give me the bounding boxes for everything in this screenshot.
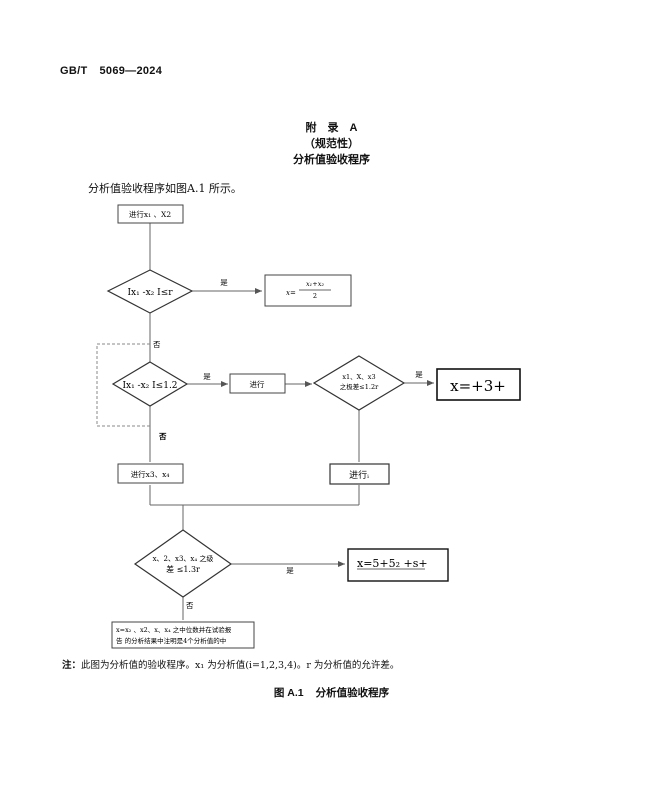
decision-4-line2: 差 ≤1.3r [166,564,200,574]
annex-label: 附 录 A [305,122,358,134]
decision-2-no: 否 [158,432,167,441]
decision-1-label: Ix₁ -x₂ I≤r [127,288,173,298]
proceed-box-2-label: 进行ᵢ [349,469,369,481]
standard-code: GB/T [60,65,88,77]
figure-number: 图 A.1 [273,687,304,699]
standard-number: 5069—2024 [99,65,163,77]
decision-1 [106,269,194,314]
result-1-numerator: x₁+x₂ [306,280,324,288]
result-4-box [347,548,449,582]
start-box-label: 进行x₁ 、X2 [129,209,171,219]
decision-3-line2: 之极差≤1.2r [340,382,379,391]
decision-2 [111,361,189,407]
decision-1-no: 否 [153,340,161,349]
decision-1-yes: 是 [220,278,228,287]
intro-paragraph: 分析值验收程序如图A.1 所示。 [88,182,242,195]
result-4-label: x=5+5₂ +s+ [357,557,428,570]
box-x3-x4-label: 进行x3、x₄ [131,469,170,479]
result-1-lhs: x= [286,289,296,297]
final-box [111,621,255,649]
decision-4-yes: 是 [286,566,294,575]
result-3-label: x=+3+ [450,377,506,395]
result-1-denominator: 2 [313,292,317,300]
dashed-loop [96,343,150,427]
note-text: 此图为分析值的验收程序。x₁ 为分析值(i=1,2,3,4)。r 为分析值的允许… [81,660,400,671]
proceed-box-2 [329,463,390,485]
annex-status: （规范性） [304,138,359,150]
decision-4 [133,529,233,598]
final-box-line1: x=x₂ 、x2、x、x₄ 之中位数并在试验报 [116,625,232,634]
annex-title: 分析值验收程序 [293,154,370,166]
decision-3-line1: x1、X、x3 [342,373,375,381]
result-3-box [436,368,521,401]
proceed-box-label: 进行 [250,379,265,389]
decision-2-yes: 是 [203,372,211,381]
note-label: 注： [62,660,82,671]
decision-3-yes: 是 [415,370,423,379]
decision-3 [312,355,406,411]
standard-header: GB/T 5069—2024 [60,65,162,77]
figure-title: 分析值验收程序 [315,687,390,699]
final-box-line2: 告 的分析结果中注明是4个分析值的中 [116,636,226,645]
figure-caption: 图 A.1 分析值验收程序 [0,685,663,700]
decision-2-label: Ix₁ -x₂ I≤1.2 [122,381,177,391]
box-x3-x4 [117,463,184,484]
start-box [117,204,184,224]
figure-note: 注：此图为分析值的验收程序。x₁ 为分析值(i=1,2,3,4)。r 为分析值的… [62,657,399,671]
decision-4-line1: x、2、x3、x₄ 之级 [153,554,214,563]
proceed-box [229,373,286,394]
decision-4-no: 否 [186,601,194,610]
result-1-box [264,274,352,307]
